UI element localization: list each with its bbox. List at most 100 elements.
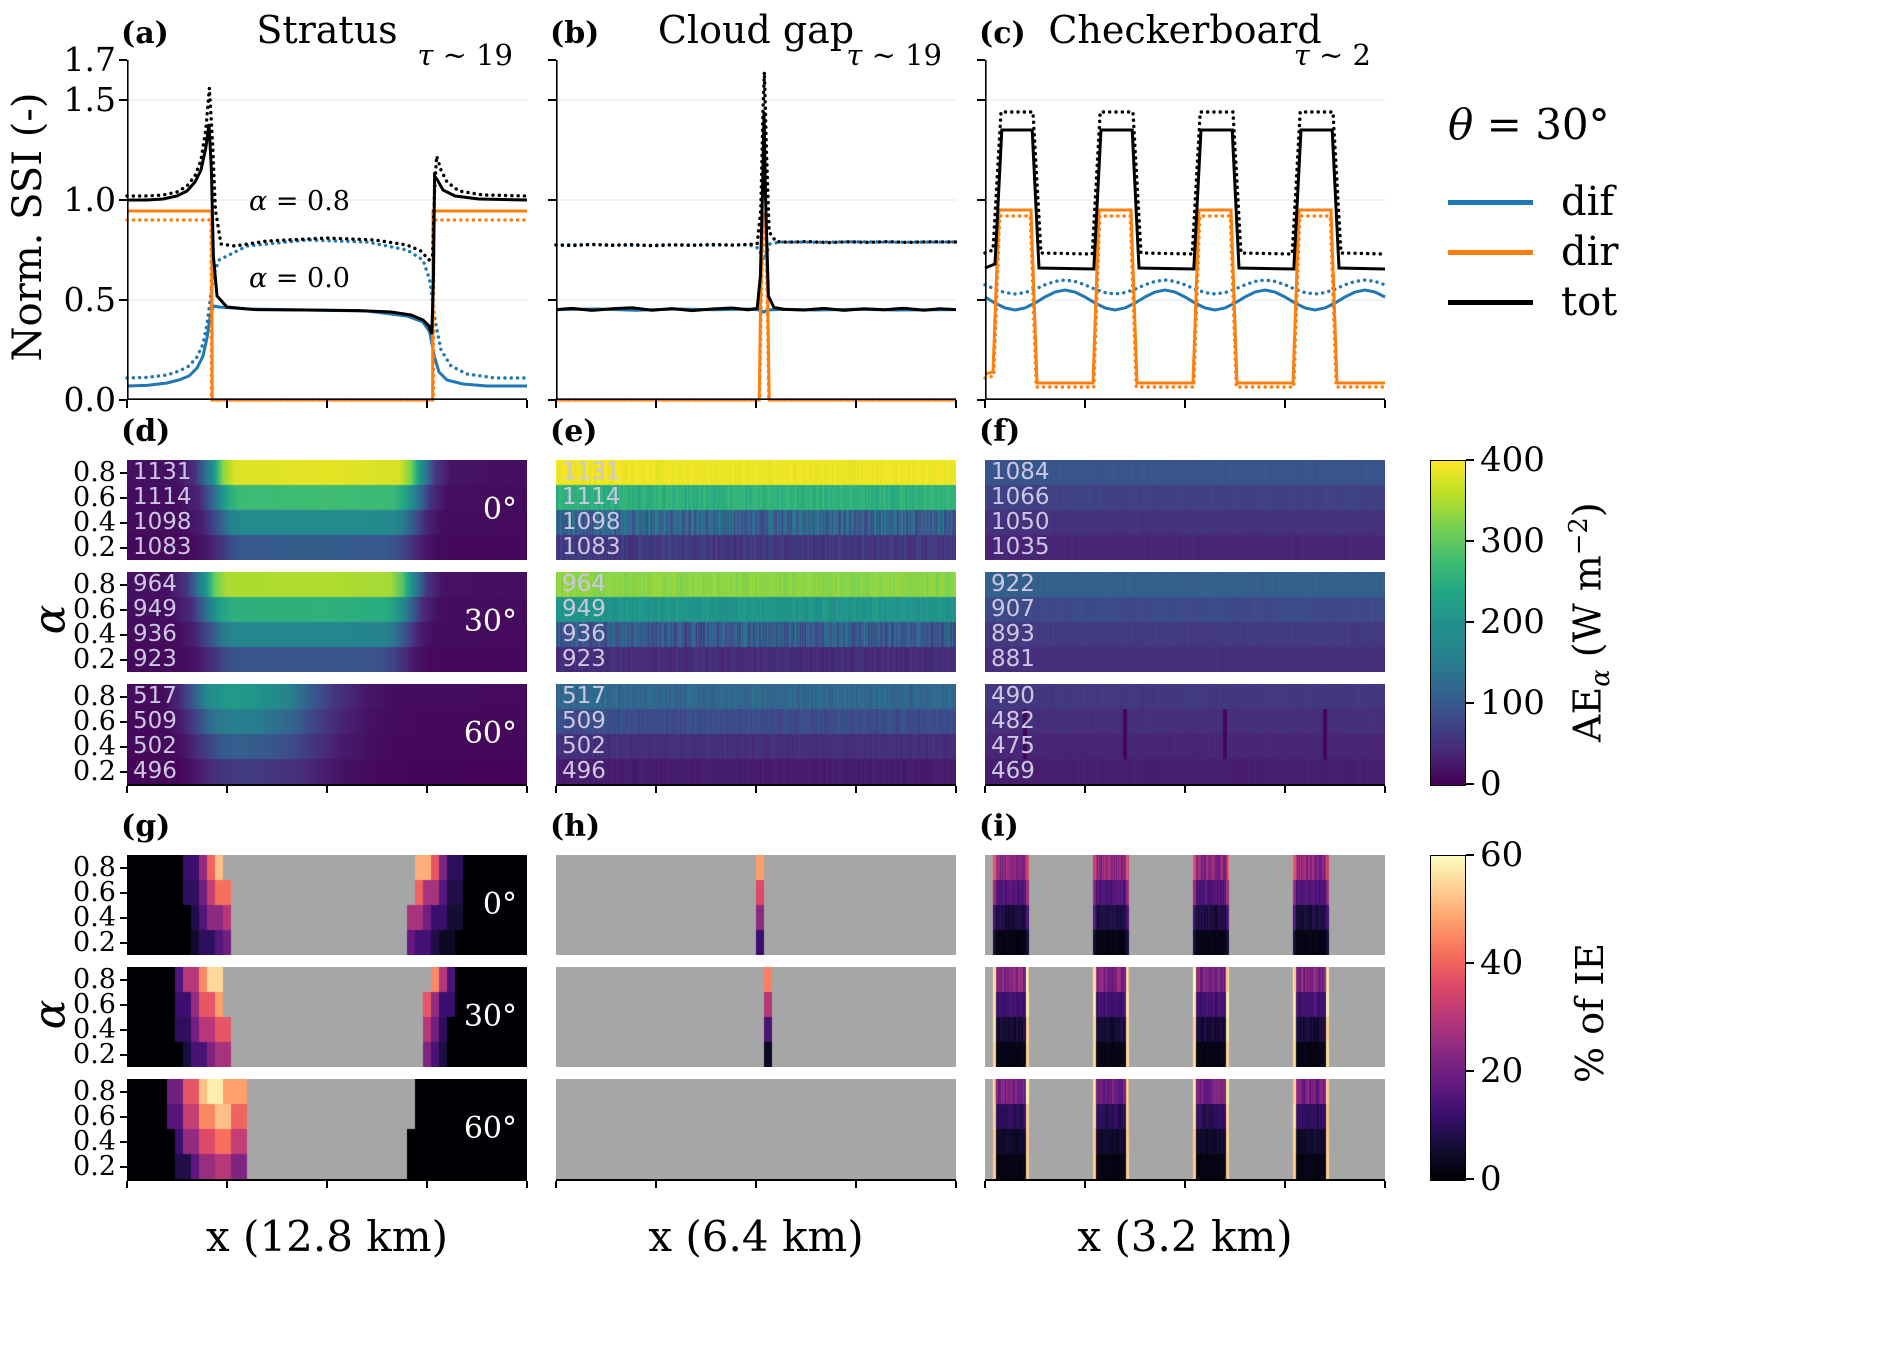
legend-label-tot: tot [1561,279,1618,325]
alpha-tick-label: 0.8 [73,851,116,883]
tau-value: ~ 2 [1309,38,1371,72]
heatmap-x-tick [1184,786,1186,793]
cbar-ie-tick-60: 60 [1480,835,1524,875]
ae-colorbar-label: AEα (W m−2) [1564,412,1616,832]
panel-b-plot [548,59,958,408]
panel-a-tau: τ ~ 19 [127,38,513,72]
heatmap-x-tick [755,1181,757,1188]
heatmap-d-row-value: 502 [133,733,177,759]
heatmap-x-tick [526,786,528,793]
heatmap-f-block-0 [985,460,1385,560]
heatmap-d-x-axis [127,784,527,786]
cbar-ie-tick-mark [1466,962,1474,964]
panel-b-title: Cloud gap [657,8,855,52]
heatmap-h-block-1 [556,967,956,1067]
cbar-ae-tick-200: 200 [1480,602,1545,642]
alpha-tick-mark [120,1140,127,1143]
heatmap-f-row-value: 881 [991,646,1035,672]
alpha-tick-label: 0.2 [73,755,116,787]
alpha-tick-label: 0.8 [73,1075,116,1107]
heatmap-i-block-2 [985,1079,1385,1179]
cbar-ie-tick-40: 40 [1480,943,1524,983]
alpha-tick-mark [120,770,127,773]
annotation-a-1: α = 0.0 [249,263,350,294]
heatmap-e-row-value: 496 [562,758,606,784]
line-legend: θ = 30° dif dir tot [1448,100,1878,327]
heatmap-d-row-value: 1083 [133,534,192,560]
tau-value: ~ 19 [433,38,513,72]
cbar-ae-tick-400: 400 [1480,440,1545,480]
annotation-text: = 0.8 [267,186,350,217]
panel-c-tau: τ ~ 2 [985,38,1371,72]
b-dir-a0.8-line [554,222,958,402]
heatmap-d-row-value: 517 [133,683,177,709]
panel-h-letter: (h) [550,809,601,844]
alpha-tick-label: 0.6 [73,481,116,513]
tau-symbol: τ [846,38,863,72]
cbar-ae-tick-0: 0 [1480,764,1502,804]
heatmap-x-tick [226,1181,228,1188]
legend-theta-label: θ = 30° [1448,100,1878,149]
heatmap-x-tick [555,1181,557,1188]
heatmap-x-tick [1284,786,1286,793]
heatmap-d-angle-label: 30° [463,604,517,639]
tau-value: ~ 19 [862,38,942,72]
alpha-tick-label: 0.4 [73,506,116,538]
heatmap-g-angle-label: 0° [482,887,517,922]
heatmap-i-block-0 [985,855,1385,955]
heatmap-d-row-value: 949 [133,596,177,622]
heatmap-g-angle-label: 60° [463,1111,517,1146]
heatmap-d-block-0 [127,460,527,560]
panel-c-letter: (c) [979,16,1026,51]
heatmap-e-row-value: 1114 [562,484,621,510]
cbar-ie-tick-20: 20 [1480,1051,1524,1091]
heatmap-x-tick [326,1181,328,1188]
heatmap-x-tick [984,786,986,793]
b-tot-a0-line [555,111,957,313]
heatmap-d-row-value: 964 [133,571,177,597]
heatmap-x-tick [226,786,228,793]
alpha-tick-label: 0.4 [73,730,116,762]
cbar-ae-tick-100: 100 [1480,683,1545,723]
c-dir-a0-line [984,208,1385,385]
alpha-tick-mark [120,916,127,919]
heatmap-d-row-value: 936 [133,621,177,647]
alpha-tick-mark [120,720,127,723]
alpha-tick-label: 0.8 [73,456,116,488]
heatmap-g-angle-label: 30° [463,999,517,1034]
alpha-tick-mark [120,891,127,894]
alpha-tick-label: 0.6 [73,1100,116,1132]
heatmap-f-row-value: 482 [991,708,1035,734]
alpha-tick-mark [120,521,127,524]
c-tot-a0-line [984,128,1386,271]
b-dir-a0-line [556,212,956,402]
heatmap-e-x-axis [556,784,956,786]
alpha-tick-mark [120,471,127,474]
heatmap-d-row-value: 1114 [133,484,192,510]
a-dif-a0.8-line [125,238,529,380]
heatmap-x-tick [555,786,557,793]
heatmap-e-row-value: 1131 [562,459,621,485]
heatmap-e-block-2 [556,684,956,784]
panel-d-letter: (d) [121,414,171,449]
heatmap-d-row-value: 1131 [133,459,192,485]
c-dir-a0.8-line [983,214,1387,389]
heatmap-d-row-value: 496 [133,758,177,784]
alpha-tick-mark [120,633,127,636]
cbar-ae-tick-mark [1466,783,1474,785]
annotation-a-0: α = 0.8 [249,186,350,217]
legend-label-dif: dif [1561,179,1615,225]
tau-symbol: τ [1293,38,1310,72]
a-tot-a0-line [127,123,528,335]
alpha-tick-label: 0.4 [73,901,116,933]
panel-b-tau: τ ~ 19 [556,38,942,72]
heatmap-x-tick [1184,1181,1186,1188]
alpha-tick-mark [120,1090,127,1093]
heatmap-e-block-1 [556,572,956,672]
theta-symbol: θ [1448,100,1474,149]
heatmap-e-block-0 [556,460,956,560]
heatmap-x-tick [855,786,857,793]
heatmap-f-row-value: 1035 [991,534,1050,560]
row1-ytick-1.7: 1.7 [63,40,116,79]
panel-a-letter: (a) [121,16,169,51]
